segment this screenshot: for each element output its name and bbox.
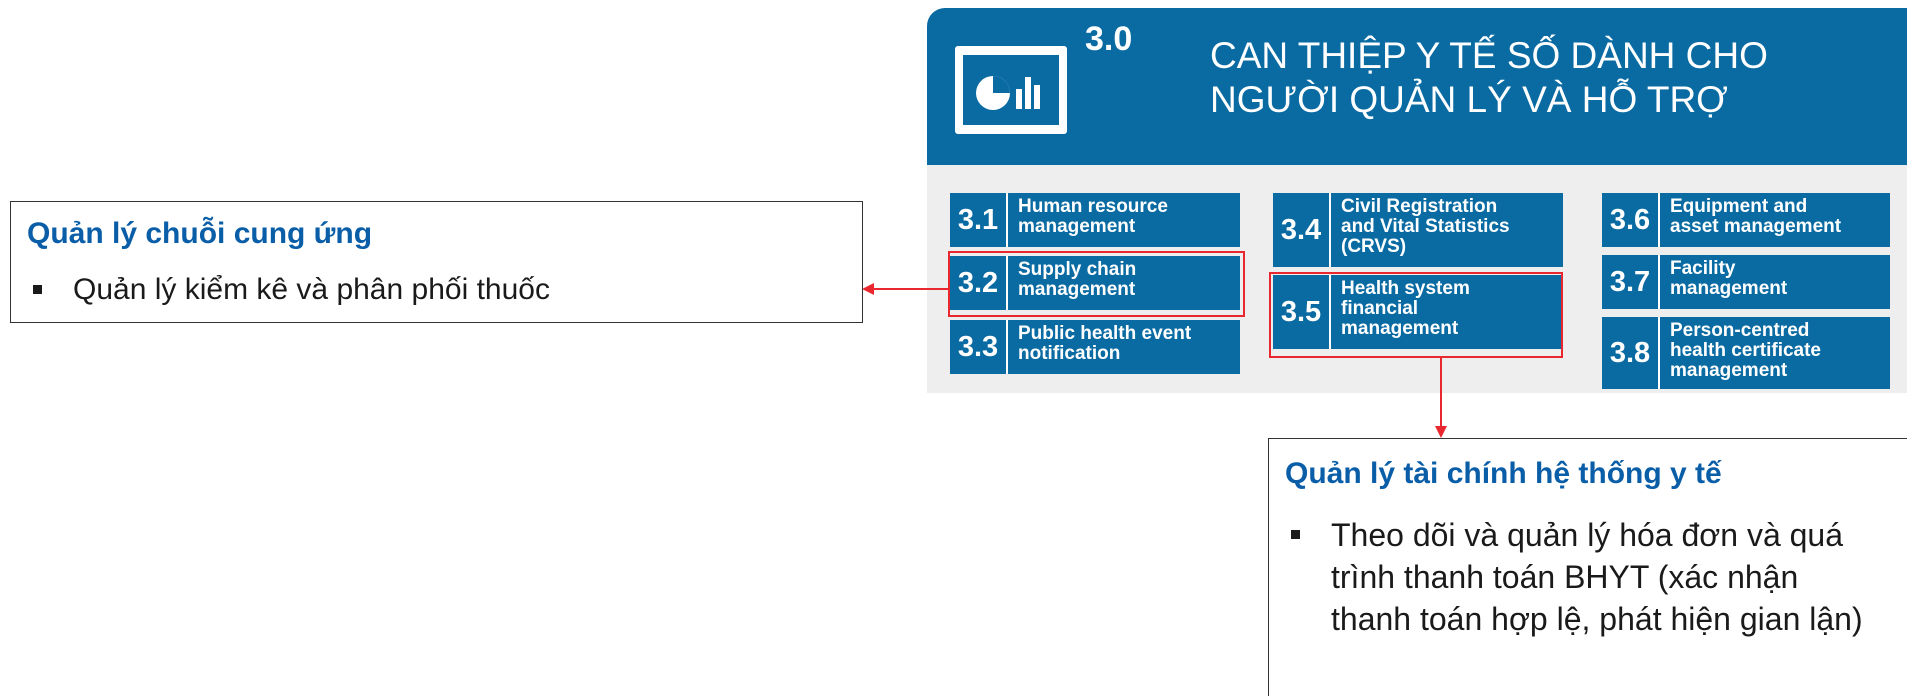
- tile-3-6: 3.6 Equipment and asset management: [1602, 193, 1890, 247]
- tile-label: Equipment and asset management: [1660, 193, 1841, 247]
- callout-title: Quản lý tài chính hệ thống y tế: [1285, 457, 1722, 490]
- tile-3-1: 3.1 Human resource management: [950, 193, 1240, 247]
- tile-3-2: 3.2 Supply chain management: [950, 256, 1240, 310]
- category-title-line-1: CAN THIỆP Y TẾ SỐ DÀNH CHO: [1210, 35, 1768, 76]
- tile-3-7: 3.7 Facility management: [1602, 255, 1890, 309]
- tile-3-4: 3.4 Civil Registration and Vital Statist…: [1273, 193, 1563, 267]
- highlight-box-3-5: [1269, 272, 1563, 358]
- highlight-box-3-2: [948, 251, 1245, 317]
- tile-label-line: Supply chain: [1018, 259, 1137, 280]
- tile-number: 3.7: [1602, 255, 1660, 309]
- tile-label-line: and Vital Statistics: [1341, 216, 1510, 237]
- financial-management-callout: Quản lý tài chính hệ thống y tế Theo dõi…: [1268, 438, 1907, 696]
- category-number: 3.0: [1085, 20, 1133, 58]
- callout-bullet: Theo dõi và quản lý hóa đơn và quá trình…: [1291, 514, 1881, 640]
- tile-number: 3.6: [1602, 193, 1660, 247]
- tile-label: Health system financial management: [1331, 275, 1470, 349]
- tile-number: 3.4: [1273, 193, 1331, 267]
- tile-label-line: management: [1670, 360, 1788, 381]
- tile-label: Public health event notification: [1008, 320, 1191, 374]
- category-title: CAN THIỆP Y TẾ SỐ DÀNH CHO NGƯỜI QUẢN LÝ…: [1210, 34, 1850, 122]
- tile-3-3: 3.3 Public health event notification: [950, 320, 1240, 374]
- callout-bullet: Quản lý kiểm kê và phân phối thuốc: [33, 272, 550, 308]
- callout-bullet-list: Theo dõi và quản lý hóa đơn và quá trình…: [1291, 514, 1881, 640]
- tile-label: Human resource management: [1008, 193, 1168, 247]
- tile-number: 3.8: [1602, 317, 1660, 389]
- callout-bullet-text: Theo dõi và quản lý hóa đơn và quá trình…: [1331, 517, 1863, 637]
- arrow-to-financial-callout: [1435, 356, 1447, 438]
- tile-number: 3.1: [950, 193, 1008, 247]
- tile-number: 3.2: [950, 256, 1008, 310]
- tile-label-line: (CRVS): [1341, 236, 1407, 257]
- tile-label-line: asset management: [1670, 216, 1842, 237]
- tile-label-line: management: [1018, 216, 1136, 237]
- pie-bar-chart-icon: [976, 76, 1040, 110]
- tile-label: Supply chain management: [1008, 256, 1136, 310]
- tile-label-line: Civil Registration: [1341, 196, 1498, 217]
- tile-label-line: management: [1670, 278, 1788, 299]
- tile-label-line: Public health event: [1018, 323, 1192, 344]
- tile-label-line: financial: [1341, 298, 1419, 319]
- arrow-to-supply-chain-callout: [862, 283, 948, 295]
- bullet-icon: [33, 285, 42, 294]
- tile-label: Facility management: [1660, 255, 1787, 309]
- tile-number: 3.5: [1273, 275, 1331, 349]
- category-header: 3.0 CAN THIỆP Y TẾ SỐ DÀNH CHO NGƯỜI QUẢ…: [927, 8, 1907, 165]
- callout-bullet-list: Quản lý kiểm kê và phân phối thuốc: [33, 272, 550, 308]
- tile-3-8: 3.8 Person-centred health certificate ma…: [1602, 317, 1890, 389]
- supply-chain-callout: Quản lý chuỗi cung ứng Quản lý kiểm kê v…: [10, 201, 863, 323]
- tile-number: 3.3: [950, 320, 1008, 374]
- tile-label-line: Equipment and: [1670, 196, 1808, 217]
- tile-label-line: health certificate: [1670, 340, 1821, 361]
- tile-label-line: notification: [1018, 343, 1121, 364]
- tile-label-line: management: [1018, 279, 1136, 300]
- tile-label: Civil Registration and Vital Statistics …: [1331, 193, 1510, 267]
- tile-label-line: Health system: [1341, 278, 1470, 299]
- bullet-icon: [1291, 530, 1300, 539]
- callout-bullet-text: Quản lý kiểm kê và phân phối thuốc: [73, 273, 550, 306]
- tile-3-5: 3.5 Health system financial management: [1273, 275, 1563, 349]
- tile-label-line: management: [1341, 318, 1459, 339]
- tile-label-line: Facility: [1670, 258, 1736, 279]
- category-title-line-2: NGƯỜI QUẢN LÝ VÀ HỖ TRỢ: [1210, 79, 1728, 120]
- callout-title: Quản lý chuỗi cung ứng: [27, 217, 373, 250]
- tile-label-line: Human resource: [1018, 196, 1168, 217]
- dashboard-chart-icon: [955, 46, 1067, 134]
- tile-label: Person-centred health certificate manage…: [1660, 317, 1821, 389]
- tile-label-line: Person-centred: [1670, 320, 1810, 341]
